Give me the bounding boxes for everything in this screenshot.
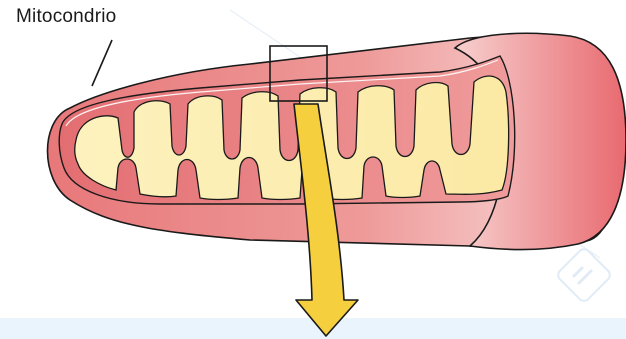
label-leader-line bbox=[92, 40, 112, 86]
watermark-logo-icon bbox=[556, 247, 613, 304]
mitochondrion-label: Mitocondrio bbox=[16, 6, 116, 28]
